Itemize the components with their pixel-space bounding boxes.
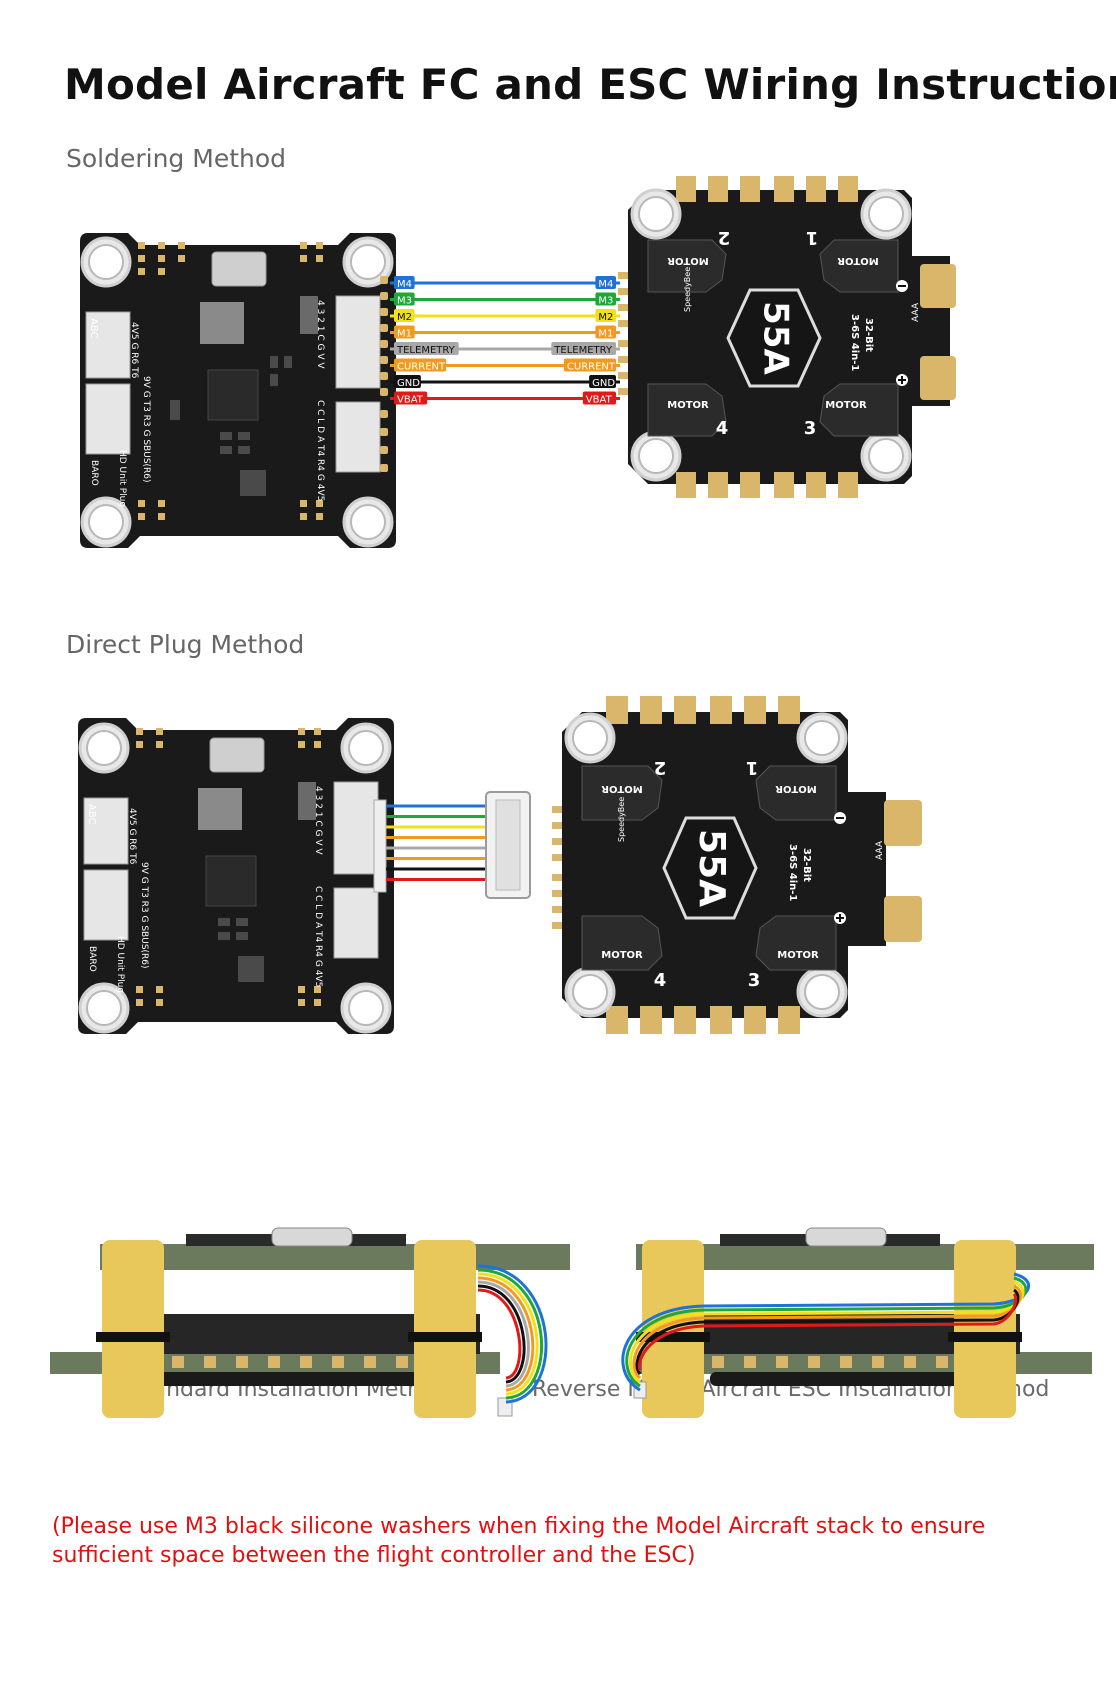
esc-motor-label-2: MOTOR (667, 255, 709, 266)
esc-motor-label-3: MOTOR (825, 400, 867, 411)
fc-side-top-label: 4 3 2 1 C G V V (315, 300, 325, 369)
esc-spec-line2: 32-Bit (863, 318, 874, 352)
esc2-brand: SpeedyBee (617, 797, 626, 842)
esc2-spec-line2: 32-Bit (801, 848, 812, 882)
fc-pad-row-label: 4V5 G R6 T6 (129, 322, 139, 379)
stack-reverse-installation (621, 1227, 1094, 1418)
esc2-motor-label-2: MOTOR (601, 783, 643, 794)
esc2-motor-number-2: 2 (654, 757, 667, 778)
esc-motor-number-2: 2 (718, 227, 731, 248)
wire-label-left-gnd: GND (397, 378, 420, 389)
esc-spec-line1: 3-6S 4in-1 (849, 314, 860, 371)
wire-label-right-m1: M1 (598, 329, 613, 340)
fc2-side-bottom-label: C C L D A T4 R4 G 4V5 (313, 886, 323, 987)
stack-standard-installation (50, 1227, 570, 1418)
wire-label-left-bg-vbat (394, 391, 428, 405)
plug-wire-bundle (386, 804, 486, 881)
esc-motor-label-4: MOTOR (667, 400, 709, 411)
wire-label-left-vbat: VBAT (397, 395, 424, 406)
esc2-motor-label-1: MOTOR (775, 783, 817, 794)
fc2-hd-unit-label: HD Unit Plug (115, 936, 125, 993)
esc-motor-label-1: MOTOR (837, 255, 879, 266)
esc-motor-number-4: 4 (716, 418, 729, 439)
wire-label-right-bg-m2 (595, 309, 616, 322)
page-title: Model Aircraft FC and ESC Wiring Instruc… (64, 60, 1116, 109)
wire-label-left-bg-m3 (394, 292, 415, 306)
wire-label-left-m1: M1 (397, 329, 412, 340)
wire-label-left-bg-m1 (394, 325, 415, 339)
fc-hd-unit-label: HD Unit Plug (117, 450, 127, 507)
wire-label-right-gnd: GND (592, 378, 615, 389)
wire-label-left-bg-telemetry (394, 342, 459, 355)
wire-label-right-current: CURRENT (567, 362, 616, 373)
esc-board-soldering: 55A 3-6S 4in-1 32-Bit SpeedyBee AAA MOTO… (618, 176, 956, 498)
esc2-motor-number-3: 3 (748, 970, 761, 991)
esc2-motor-label-4: MOTOR (601, 950, 643, 961)
esc-motor-number-1: 1 (806, 227, 819, 248)
wire-label-right-bg-current (563, 358, 616, 372)
esc-cap-label: AAA (911, 302, 921, 322)
wire-label-right-telemetry: TELEMETRY (553, 345, 613, 356)
section-title-soldering: Soldering Method (66, 144, 287, 173)
fc2-side-top-label: 4 3 2 1 C G V V (313, 786, 323, 855)
wire-label-left-bg-m2 (394, 309, 415, 322)
esc-rating: 55A (756, 301, 796, 375)
fc-abc-label: ABC (88, 318, 99, 339)
esc2-spec-line1: 3-6S 4in-1 (787, 844, 798, 901)
wire-label-left-bg-current (394, 358, 447, 372)
wire-label-right-bg-m4 (595, 276, 616, 289)
wire-label-right-bg-vbat (582, 391, 616, 405)
esc2-rating: 55A (691, 829, 732, 907)
wire-label-right-bg-m1 (595, 325, 616, 339)
esc2-cap-label: AAA (875, 840, 885, 860)
esc-brand: SpeedyBee (683, 267, 692, 312)
fc-pad-row2-label: 9V G T3 R3 G SBUS(R6) (141, 376, 151, 483)
washer-note: (Please use M3 black silicone washers wh… (52, 1514, 986, 1568)
wire-label-right-m4: M4 (598, 279, 613, 290)
fc2-pad-row-label: 4V5 G R6 T6 (127, 808, 137, 865)
esc-motor-number-3: 3 (804, 418, 817, 439)
wire-label-right-m2: M2 (598, 312, 613, 323)
wire-label-right-bg-gnd (589, 375, 616, 388)
wire-label-left-bg-m4 (394, 276, 415, 289)
wire-label-right-vbat: VBAT (586, 395, 613, 406)
section-title-direct-plug: Direct Plug Method (66, 630, 305, 659)
fc-baro-label: BARO (89, 460, 99, 486)
wire-label-left-m2: M2 (397, 312, 412, 323)
esc2-motor-label-3: MOTOR (777, 950, 819, 961)
wire-label-right-bg-telemetry (551, 342, 616, 355)
fc2-baro-label: BARO (87, 946, 97, 972)
flight-controller-soldering: ABC BARO HD Unit Plug 4V5 G R6 T6 9V G T… (80, 233, 396, 548)
flight-controller-direct-plug: ABC BARO HD Unit Plug 4V5 G R6 T6 9V G T… (78, 718, 394, 1034)
esc-board-direct-plug: 55A 3-6S 4in-1 32-Bit SpeedyBee AAA MOTO… (552, 696, 922, 1034)
wire-label-left-bg-gnd (394, 375, 421, 388)
esc2-motor-number-1: 1 (746, 757, 759, 778)
fc2-abc-label: ABC (86, 804, 97, 825)
wire-label-right-bg-m3 (595, 292, 616, 306)
wire-label-left-m3: M3 (397, 296, 412, 307)
fc-side-bottom-label: C C L D A T4 R4 G 4V5 (315, 400, 325, 501)
wire-label-right-m3: M3 (598, 296, 613, 307)
wire-label-left-m4: M4 (397, 279, 412, 290)
plug-connector (485, 791, 531, 899)
wire-label-left-telemetry: TELEMETRY (396, 345, 456, 356)
wire-label-left-current: CURRENT (397, 362, 446, 373)
esc2-motor-number-4: 4 (654, 970, 667, 991)
fc2-pad-row2-label: 9V G T3 R3 G SBUS(R6) (139, 862, 149, 969)
